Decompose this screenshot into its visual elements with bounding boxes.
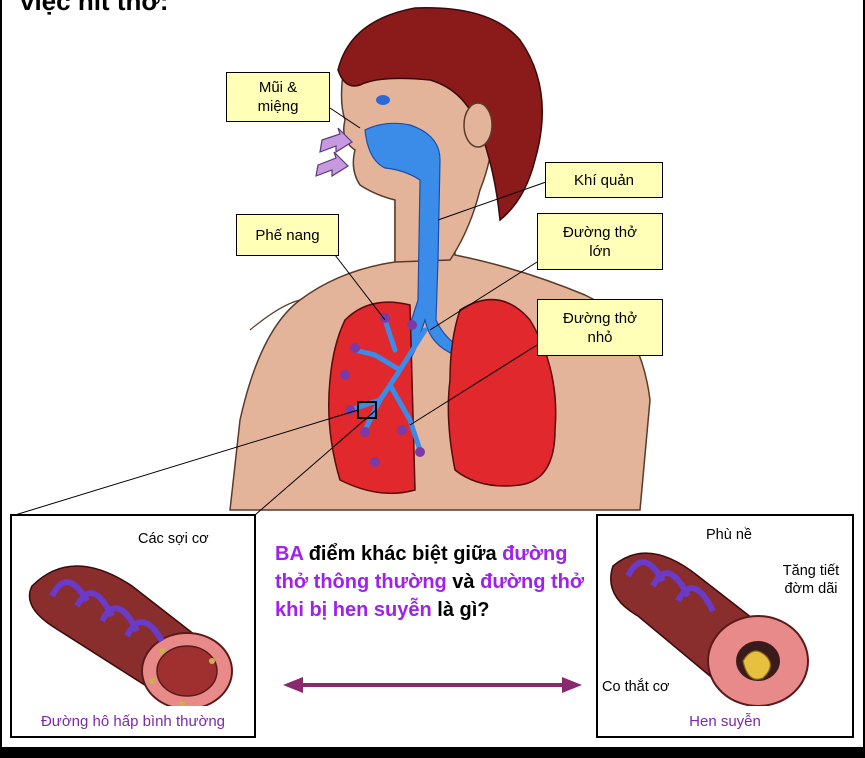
normal-airway-caption: Đường hô hấp bình thường bbox=[12, 713, 254, 730]
frame-bottom-border bbox=[0, 747, 865, 758]
question-part-2: điểm khác biệt giữa bbox=[303, 543, 502, 565]
ear bbox=[464, 103, 492, 147]
double-arrow-icon bbox=[283, 677, 582, 693]
callout-mouth-nose: Mũi & miệng bbox=[226, 72, 330, 122]
asthma-airway-panel: Phù nề Tăng tiết đờm dãi Co thắt cơ Hen … bbox=[596, 514, 854, 738]
callout-small-airway-text: Đường thở nhỏ bbox=[538, 309, 662, 347]
question-part-6: là gì? bbox=[432, 599, 490, 621]
callout-trachea: Khí quản bbox=[545, 162, 663, 198]
eye bbox=[376, 95, 390, 105]
spasm-label: Co thắt cơ bbox=[602, 678, 670, 696]
question-text: BA điểm khác biệt giữa đường thở thông t… bbox=[275, 540, 595, 624]
callout-trachea-text: Khí quản bbox=[574, 171, 634, 190]
callout-large-airway-text: Đường thở lớn bbox=[538, 223, 662, 261]
callout-large-airway: Đường thở lớn bbox=[537, 213, 663, 270]
callout-small-airway: Đường thở nhỏ bbox=[537, 299, 663, 356]
mucus-label: Tăng tiết đờm dãi bbox=[774, 562, 848, 598]
normal-airway-illustration bbox=[12, 526, 254, 706]
question-part-ba: BA bbox=[275, 543, 303, 565]
asthma-caption: Hen suyễn bbox=[598, 713, 852, 730]
normal-airway-panel: Các sợi cơ Đường hô hấp bình thường bbox=[10, 514, 256, 738]
swelling-label: Phù nề bbox=[706, 526, 752, 544]
muscle-fiber-label: Các sợi cơ bbox=[138, 530, 209, 548]
callout-alveoli-text: Phế nang bbox=[255, 226, 319, 245]
callout-alveoli: Phế nang bbox=[236, 214, 339, 256]
question-part-4: và bbox=[447, 571, 480, 593]
callout-mouth-nose-text: Mũi & miệng bbox=[227, 78, 329, 116]
